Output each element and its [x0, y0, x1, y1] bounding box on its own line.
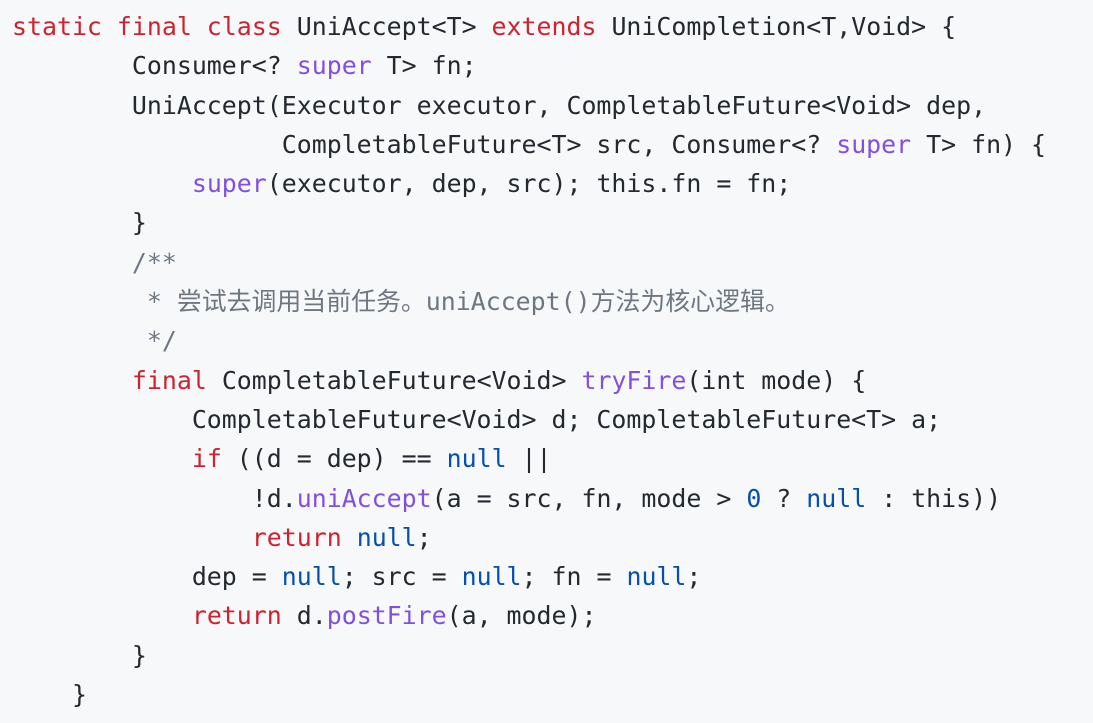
code-token: ?	[761, 483, 807, 513]
code-token: ((d = dep) ==	[221, 444, 447, 474]
code-line: CompletableFuture<T> src, Consumer<? sup…	[12, 125, 1093, 164]
literal-token: null	[461, 562, 522, 592]
function-token: super	[191, 169, 267, 199]
code-token: dep =	[12, 562, 282, 592]
code-token: ; fn =	[521, 562, 627, 592]
code-token	[12, 523, 252, 552]
code-line: }	[12, 636, 1093, 675]
literal-token: null	[356, 522, 417, 552]
code-token: }	[12, 680, 87, 710]
keyword-token: static final class	[12, 12, 282, 41]
literal-token: null	[446, 444, 507, 474]
code-line: * 尝试去调用当前任务。uniAccept()方法为核心逻辑。	[12, 282, 1093, 321]
code-token: CompletableFuture<T> src, Consumer<?	[12, 129, 837, 159]
code-line: Consumer<? super T> fn;	[12, 46, 1093, 85]
code-line: /**	[12, 243, 1093, 282]
code-token: ;	[416, 522, 432, 552]
code-token: UniAccept<T>	[281, 12, 492, 41]
comment-token: 尝试去调用当前任务。	[176, 287, 426, 317]
code-line: return null;	[12, 518, 1093, 557]
code-token: : this))	[866, 483, 1002, 513]
code-token: ;	[686, 562, 702, 592]
comment-token: uniAccept()	[425, 287, 591, 317]
code-token: CompletableFuture<Void>	[206, 365, 582, 395]
code-line: */	[12, 321, 1093, 360]
code-line: super(executor, dep, src); this.fn = fn;	[12, 164, 1093, 203]
code-token: T> fn) {	[911, 129, 1047, 159]
code-token: UniCompletion<T,Void> {	[596, 12, 957, 41]
comment-token: *	[12, 287, 177, 317]
keyword-token: extends	[491, 12, 597, 41]
code-token: Consumer<?	[12, 51, 297, 81]
literal-token: null	[626, 562, 687, 592]
code-token	[12, 169, 192, 198]
code-token	[12, 601, 192, 630]
function-token: super	[836, 129, 912, 159]
code-token: (a = src, fn, mode >	[431, 483, 747, 513]
keyword-token: if	[191, 444, 222, 474]
comment-token: */	[12, 326, 177, 356]
code-token: !d.	[12, 483, 297, 513]
function-token: tryFire	[581, 365, 687, 395]
literal-token: null	[806, 483, 867, 513]
code-line: !d.uniAccept(a = src, fn, mode > 0 ? nul…	[12, 479, 1093, 518]
code-token	[12, 444, 192, 473]
code-token: (int mode) {	[686, 365, 867, 395]
code-line: }	[12, 675, 1093, 714]
literal-token: 0	[746, 483, 762, 513]
code-line: CompletableFuture<Void> d; CompletableFu…	[12, 400, 1093, 439]
code-token	[12, 366, 132, 395]
code-line: }	[12, 203, 1093, 242]
code-line: if ((d = dep) == null ||	[12, 439, 1093, 478]
code-line: return d.postFire(a, mode);	[12, 596, 1093, 635]
code-token: CompletableFuture<Void> d; CompletableFu…	[12, 404, 942, 434]
code-line: UniAccept(Executor executor, Completable…	[12, 86, 1093, 125]
code-line: final CompletableFuture<Void> tryFire(in…	[12, 361, 1093, 400]
code-line: dep = null; src = null; fn = null;	[12, 557, 1093, 596]
code-token: (a, mode);	[446, 601, 597, 631]
keyword-token: return	[191, 601, 282, 631]
keyword-token: return	[251, 522, 342, 552]
literal-token: null	[281, 562, 342, 592]
code-token: d.	[281, 601, 327, 631]
code-line: static final class UniAccept<T> extends …	[12, 7, 1093, 46]
code-token	[342, 523, 357, 552]
comment-token: 方法为核心逻辑。	[590, 287, 790, 317]
code-token: UniAccept(Executor executor, Completable…	[12, 90, 987, 120]
code-token: ||	[506, 444, 552, 474]
comment-token: /**	[12, 247, 177, 277]
keyword-token: final	[131, 365, 207, 395]
function-token: super	[296, 51, 372, 81]
function-token: uniAccept	[296, 483, 432, 513]
code-token: (executor, dep, src); this.fn = fn;	[266, 169, 792, 199]
code-token: }	[12, 208, 147, 238]
code-token: ; src =	[341, 562, 462, 592]
code-token: T> fn;	[371, 51, 477, 81]
code-token: }	[12, 640, 147, 670]
function-token: postFire	[326, 601, 447, 631]
